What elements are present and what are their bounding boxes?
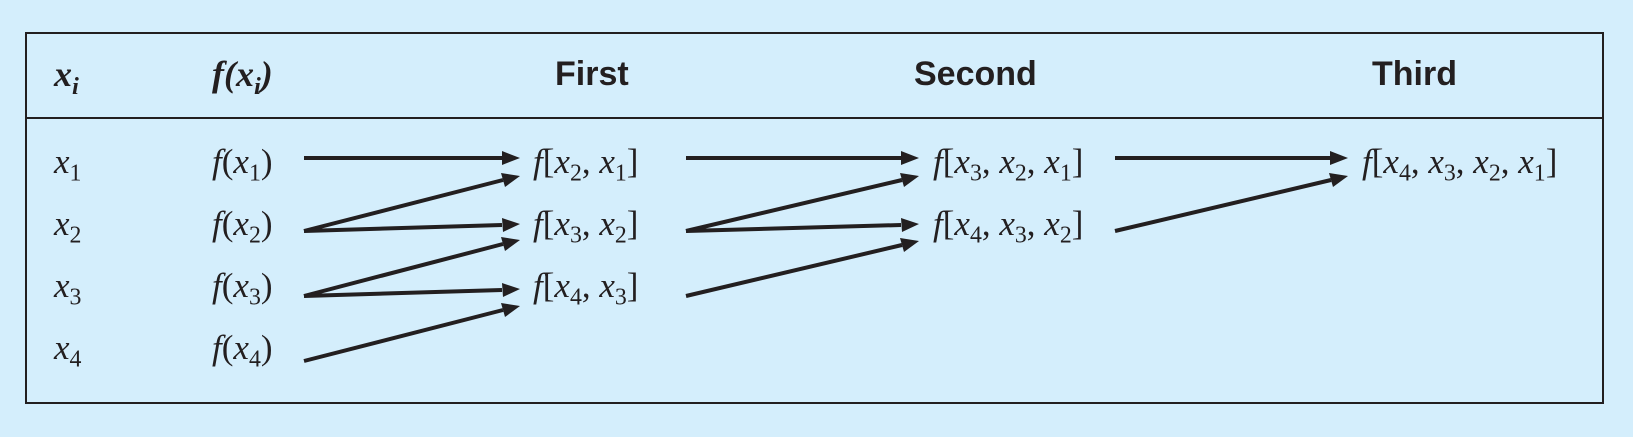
header-xi: xi	[54, 54, 79, 100]
first-difference-cell: f[x2, x1]	[533, 142, 639, 187]
header-divider	[25, 117, 1604, 119]
arrow	[303, 237, 520, 298]
arrow	[685, 238, 919, 298]
header-third: Third	[1372, 55, 1457, 93]
first-difference-cell: f[x4, x3]	[533, 266, 639, 311]
header-first: First	[555, 55, 629, 93]
arrow	[303, 218, 520, 233]
second-difference-cell: f[x4, x3, x2]	[933, 204, 1084, 249]
arrow	[303, 283, 520, 298]
fx-cell: f(x2)	[212, 204, 273, 249]
first-difference-cell: f[x3, x2]	[533, 204, 639, 249]
arrow	[303, 303, 520, 363]
fx-cell: f(x4)	[212, 328, 273, 373]
x-cell: x4	[54, 328, 82, 373]
arrow	[685, 173, 919, 233]
arrow	[303, 173, 520, 233]
x-cell: x1	[54, 142, 82, 187]
arrow	[686, 151, 919, 165]
third-difference-cell: f[x4, x3, x2, x1]	[1362, 142, 1558, 187]
arrow	[1115, 151, 1348, 165]
second-difference-cell: f[x3, x2, x1]	[933, 142, 1084, 187]
header-second: Second	[914, 55, 1037, 93]
fx-cell: f(x3)	[212, 266, 273, 311]
arrow	[685, 218, 919, 233]
x-cell: x3	[54, 266, 82, 311]
x-cell: x2	[54, 204, 82, 249]
fx-cell: f(x1)	[212, 142, 273, 187]
header-fxi: f(xi)	[212, 54, 273, 100]
table-frame	[25, 32, 1604, 404]
arrow	[1114, 173, 1348, 233]
arrow	[304, 151, 520, 165]
